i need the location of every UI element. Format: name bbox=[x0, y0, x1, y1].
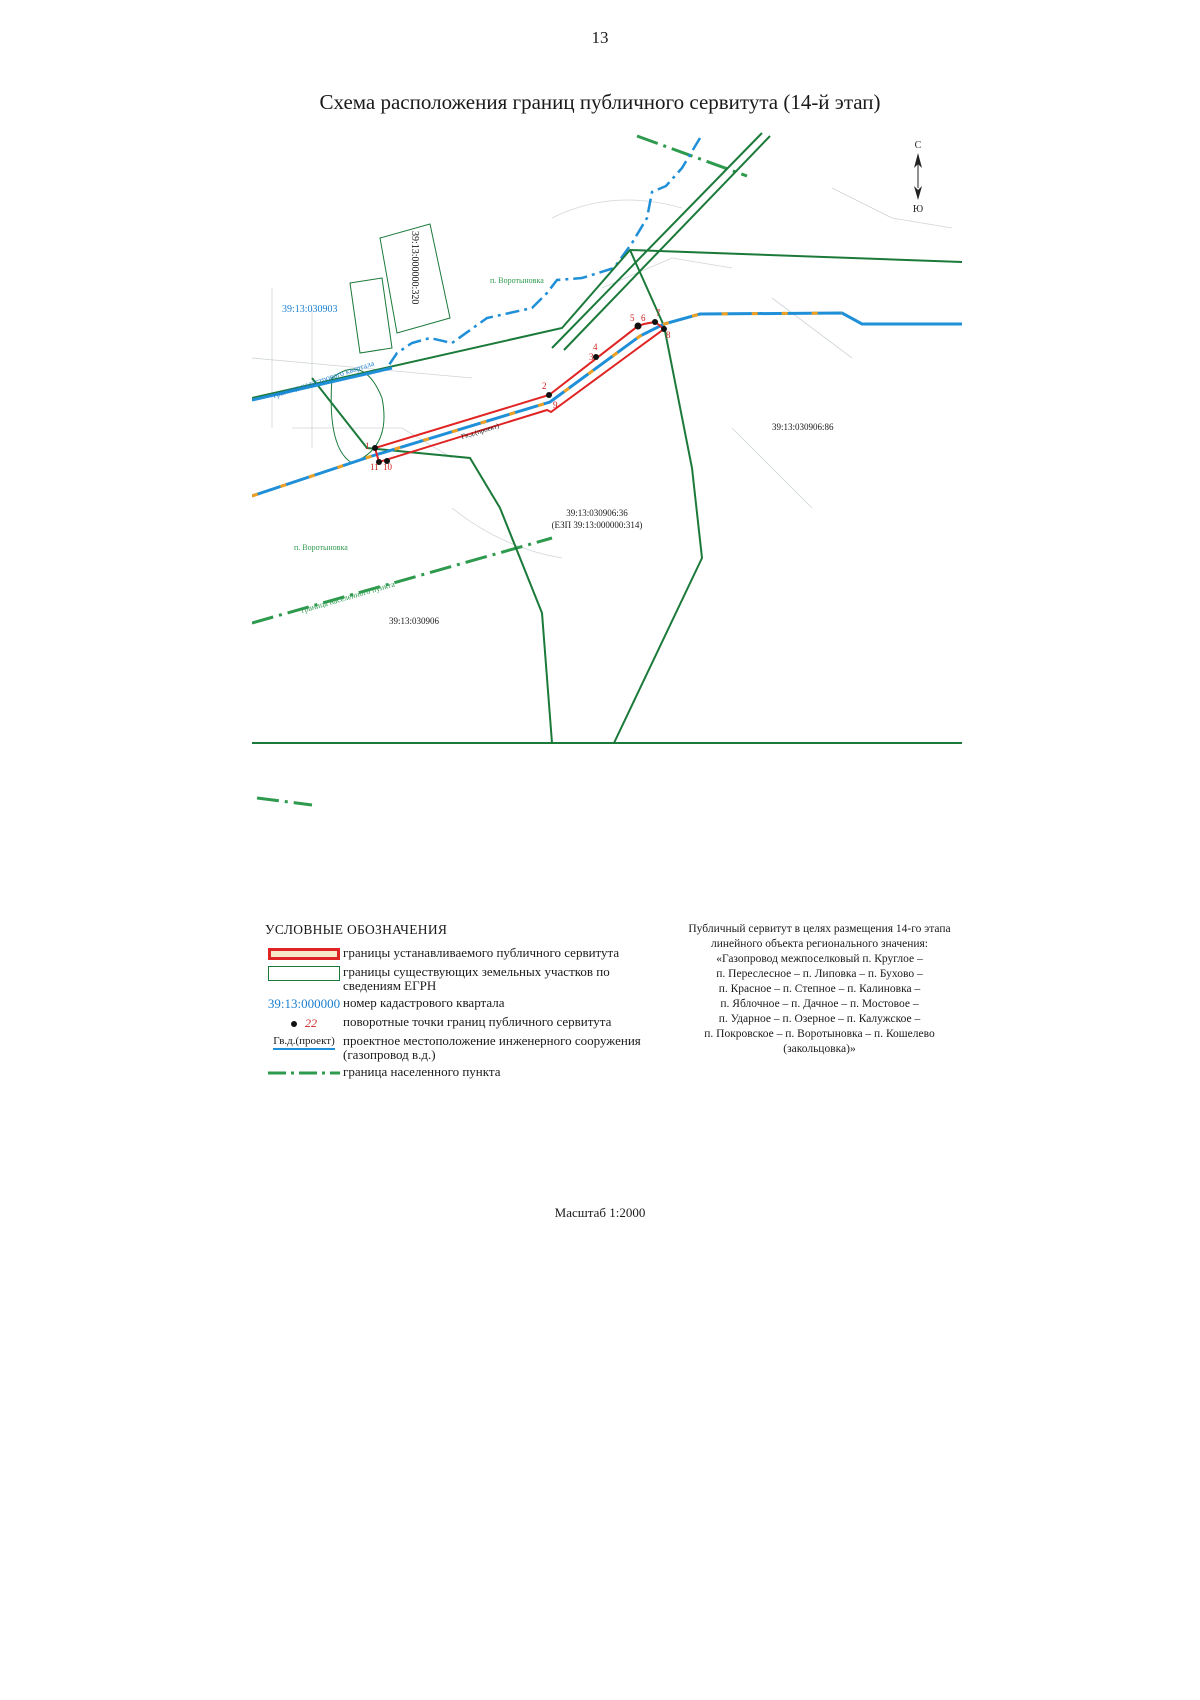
south-label: Ю bbox=[913, 204, 923, 215]
legend-item-points: 22 поворотные точки границ публичного се… bbox=[265, 1015, 665, 1031]
legend-title: УСЛОВНЫЕ ОБОЗНАЧЕНИЯ bbox=[265, 922, 448, 937]
line-labels: граница кадастрового квартала граница на… bbox=[272, 358, 501, 614]
note-line: «Газопровод межпоселковый п. Круглое – bbox=[716, 953, 923, 965]
north-label: С bbox=[915, 140, 922, 151]
pipeline-line bbox=[252, 311, 962, 498]
note-line: Публичный сервитут в целях размещения 14… bbox=[688, 923, 951, 935]
legend-item-pipeline: Гв.д.(проект) проектное местоположение и… bbox=[265, 1034, 665, 1062]
quarter-labels: 39:13:030903 39:13:030906:86 39:13:03090… bbox=[282, 231, 834, 626]
turning-points bbox=[372, 319, 667, 465]
topo-background bbox=[252, 187, 953, 559]
quarter-label-ezp: (ЕЗП 39:13:000000:314) bbox=[552, 520, 643, 530]
legend-text: проектное местоположение инженерного соо… bbox=[343, 1033, 641, 1062]
settlement-line-symbol bbox=[268, 1071, 340, 1075]
legend-item-settlement: граница населенного пункта bbox=[265, 1065, 665, 1081]
turning-point-symbol: 22 bbox=[291, 1016, 317, 1031]
note-line: линейного объекта регионального значения… bbox=[710, 938, 928, 950]
legend-text: граница населенного пункта bbox=[343, 1064, 501, 1079]
note-line: п. Яблочное – п. Дачное – п. Мостовое – bbox=[720, 998, 919, 1010]
road-lines bbox=[551, 132, 771, 351]
page-title: Схема расположения границ публичного сер… bbox=[319, 90, 881, 114]
page-number: 13 bbox=[591, 28, 609, 47]
place-label-vorotynovka-top: п. Воротыновка bbox=[490, 276, 544, 285]
point-label-7: 7 bbox=[656, 308, 661, 318]
place-labels: п. Воротыновка п. Воротыновка bbox=[294, 276, 544, 552]
servitude-note: Публичный сервитут в целях размещения 14… bbox=[662, 922, 977, 1057]
point-label-4: 4 bbox=[593, 342, 598, 352]
cadastral-map[interactable]: 1 2 3 4 5 6 7 8 9 10 11 С Ю 39:13:030903… bbox=[252, 128, 962, 818]
point-label-6: 6 bbox=[641, 313, 646, 323]
quarter-label-030903: 39:13:030903 bbox=[282, 304, 338, 315]
note-line: п. Переслесное – п. Липовка – п. Бухово … bbox=[716, 968, 923, 980]
point-label-8: 8 bbox=[666, 330, 671, 340]
river-line bbox=[385, 137, 702, 369]
point-labels: 1 2 3 4 5 6 7 8 9 10 11 bbox=[365, 308, 671, 472]
place-label-vorotynovka-left: п. Воротыновка bbox=[294, 543, 348, 552]
point-label-9: 9 bbox=[553, 400, 558, 410]
quarter-label-000000-320: 39:13:000000:320 bbox=[409, 231, 420, 304]
legend-text: поворотные точки границ публичного серви… bbox=[343, 1014, 612, 1029]
map-canvas: 1 2 3 4 5 6 7 8 9 10 11 С Ю 39:13:030903… bbox=[252, 132, 962, 807]
parcel-320 bbox=[349, 223, 451, 354]
legend-text: границы существующих земельных участков … bbox=[343, 964, 610, 993]
point-label-2: 2 bbox=[542, 381, 547, 391]
note-line: п. Красное – п. Степное – п. Калиновка – bbox=[718, 983, 921, 995]
quarter-label-030906-86: 39:13:030906:86 bbox=[772, 422, 834, 432]
point-label-10: 10 bbox=[383, 462, 393, 472]
parcel-boundaries bbox=[252, 248, 962, 744]
settlement-boundary-lines bbox=[252, 134, 748, 807]
quarter-number-symbol: 39:13:000000 bbox=[267, 996, 341, 1011]
parcel-symbol bbox=[268, 965, 340, 981]
north-arrow: С Ю bbox=[913, 140, 923, 215]
quarter-label-030906-36: 39:13:030906:36 bbox=[566, 508, 628, 518]
quarter-label-030906: 39:13:030906 bbox=[389, 616, 440, 626]
note-line: п. Покровское – п. Воротыновка – п. Коше… bbox=[704, 1028, 935, 1040]
legend-item-quarter: 39:13:000000 номер кадастрового квартала bbox=[265, 996, 665, 1012]
legend-item-servitude: границы устанавливаемого публичного серв… bbox=[265, 946, 665, 962]
legend-text: границы устанавливаемого публичного серв… bbox=[343, 945, 620, 960]
point-dot-icon bbox=[291, 1020, 297, 1027]
settlement-boundary-label: граница населенного пункта bbox=[300, 579, 396, 614]
legend-item-parcels: границы существующих земельных участков … bbox=[265, 965, 665, 993]
note-line: (закольцовка)» bbox=[783, 1043, 856, 1055]
point-label-11: 11 bbox=[370, 462, 379, 472]
legend-text: номер кадастрового квартала bbox=[343, 995, 505, 1010]
map-legend: УСЛОВНЫЕ ОБОЗНАЧЕНИЯ границы устанавлива… bbox=[265, 922, 665, 1084]
point-label-3: 3 bbox=[589, 352, 594, 362]
note-line: п. Ударное – п. Озерное – п. Калужское – bbox=[718, 1013, 921, 1025]
point-label-5: 5 bbox=[630, 313, 635, 323]
point-label-1: 1 bbox=[365, 441, 370, 451]
map-scale: Масштаб 1:2000 bbox=[554, 1205, 646, 1220]
servitude-symbol bbox=[268, 948, 340, 960]
pipeline-symbol: Гв.д.(проект) bbox=[273, 1035, 335, 1050]
